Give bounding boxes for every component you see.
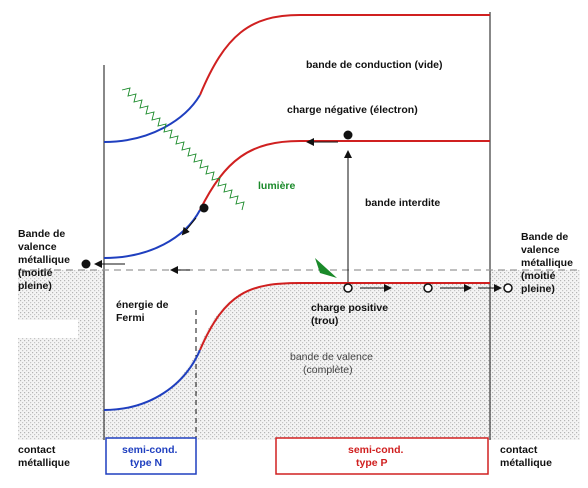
hole-2 bbox=[423, 283, 433, 293]
n-type-label-1: semi-cond. bbox=[122, 444, 178, 456]
label-conduction-band: bande de conduction (vide) bbox=[306, 59, 443, 71]
electron-right bbox=[343, 130, 353, 140]
left-contact-label-2: métallique bbox=[18, 457, 70, 469]
valence-label-2: (complète) bbox=[303, 364, 353, 376]
svg-text:bande interdite: bande interdite bbox=[365, 197, 440, 209]
fermi-label-1: énergie de bbox=[116, 299, 169, 311]
left-metal-label-3: métallique bbox=[18, 254, 70, 266]
right-contact-label-1: contact bbox=[500, 444, 538, 456]
svg-text:contact métallique: contact métallique bbox=[500, 444, 552, 469]
valence-band-fill bbox=[104, 283, 490, 440]
hole-3 bbox=[503, 283, 513, 293]
right-metal-label-3: métallique bbox=[521, 257, 573, 269]
electron-slope bbox=[199, 203, 209, 213]
svg-text:bande de valence (complète: bande de valence (complète) bbox=[290, 351, 376, 376]
right-metal-label-2: valence bbox=[521, 244, 560, 256]
light-arrowhead bbox=[315, 258, 337, 278]
middle-band-n bbox=[103, 209, 201, 259]
middle-band-p bbox=[199, 140, 490, 211]
conduction-band-n bbox=[103, 94, 201, 143]
p-type-label-1: semi-cond. bbox=[348, 444, 404, 456]
light-ray bbox=[121, 87, 245, 211]
n-type-label-2: type N bbox=[130, 457, 162, 469]
hole-1 bbox=[343, 283, 353, 293]
p-type-label-2: type P bbox=[356, 457, 388, 469]
svg-text:semi-cond. type P: semi-cond. type P bbox=[348, 444, 406, 469]
valence-band-n bbox=[103, 349, 201, 411]
svg-text:Bande de valence métal: Bande de valence métallique (moitié plei… bbox=[521, 231, 576, 295]
valence-label-1: bande de valence bbox=[290, 351, 373, 363]
svg-text:charge négative (électron): charge négative (électron) bbox=[287, 104, 418, 116]
svg-text:lumière: lumière bbox=[258, 180, 296, 192]
right-metal-label-1: Bande de bbox=[521, 231, 568, 243]
left-contact-label-1: contact bbox=[18, 444, 56, 456]
svg-text:charge positive (trou): charge positive (trou) bbox=[311, 302, 391, 327]
svg-text:Bande de valence métal: Bande de valence métallique (moitié plei… bbox=[18, 228, 73, 292]
right-metal-label-4: (moitié bbox=[521, 270, 556, 282]
left-metal-label-4: (moitié bbox=[18, 267, 53, 279]
positive-charge-label-2: (trou) bbox=[311, 315, 338, 327]
right-metal-label-5: pleine) bbox=[521, 283, 555, 295]
left-metal-label-1: Bande de bbox=[18, 228, 65, 240]
right-metal-notch bbox=[500, 296, 580, 314]
right-contact-label-2: métallique bbox=[500, 457, 552, 469]
left-metal-fill bbox=[18, 270, 104, 440]
n-type-box bbox=[105, 437, 197, 475]
svg-text:contact métallique: contact métallique bbox=[18, 444, 70, 469]
svg-text:bande de conduction (vide): bande de conduction (vide) bbox=[306, 59, 443, 71]
left-metal-notch bbox=[18, 320, 78, 338]
valence-band-p bbox=[199, 282, 490, 351]
left-metal-label-2: valence bbox=[18, 241, 57, 253]
left-metal-label-5: pleine) bbox=[18, 280, 52, 292]
svg-text:énergie de Fermi: énergie de Fermi bbox=[116, 299, 171, 324]
label-light: lumière bbox=[258, 180, 296, 192]
conduction-band-p bbox=[199, 14, 490, 96]
positive-charge-label-1: charge positive bbox=[311, 302, 388, 314]
svg-text:semi-cond. type N: semi-cond. type N bbox=[122, 444, 180, 469]
fermi-label-2: Fermi bbox=[116, 312, 145, 324]
right-metal-fill bbox=[490, 270, 580, 440]
p-type-box bbox=[275, 437, 489, 475]
label-band-gap: bande interdite bbox=[365, 197, 440, 209]
label-negative-charge: charge négative (électron) bbox=[287, 104, 418, 116]
electron-slope-arrow bbox=[181, 217, 197, 236]
electron-metal bbox=[81, 259, 91, 269]
